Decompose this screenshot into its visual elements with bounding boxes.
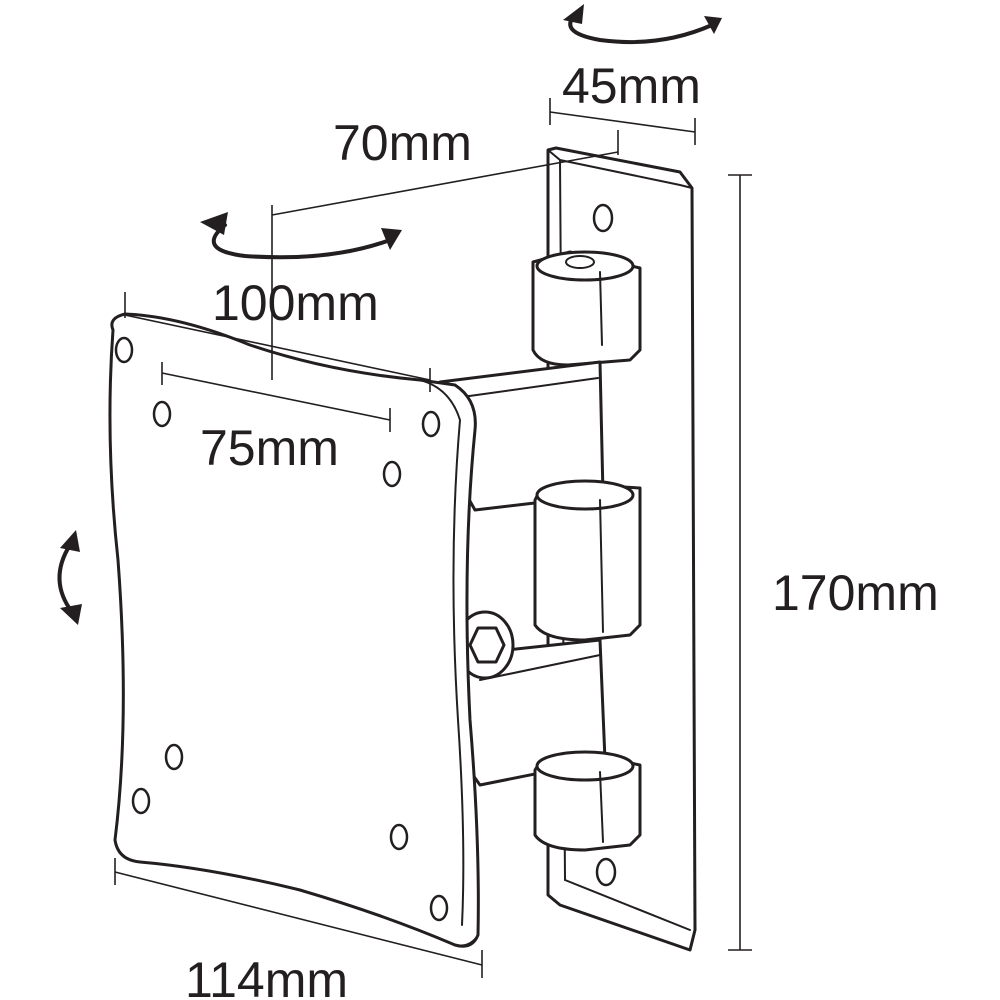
wall-hinge-top <box>531 250 642 367</box>
wall-plate-bottom-hole <box>595 857 617 887</box>
dimension-lines <box>114 98 752 978</box>
arm-hinge-bottom <box>533 750 642 852</box>
vesa-hole <box>421 410 441 438</box>
wall-plate-top-hole <box>592 203 614 233</box>
vesa-hole <box>382 460 402 488</box>
vesa-hole <box>152 400 172 428</box>
hex-bolt-icon <box>455 610 515 680</box>
arm-hinge-middle <box>533 479 642 642</box>
vesa-hole <box>114 336 134 364</box>
rotate-horizontal-icon <box>200 212 402 260</box>
dimension-vesa-large: 100mm <box>212 275 379 331</box>
vesa-hole <box>164 743 184 771</box>
dimension-swivel-depth: 45mm <box>562 58 701 114</box>
rotate-horizontal-icon <box>563 4 722 45</box>
dimension-height: 170mm <box>772 565 939 621</box>
dimension-vesa-small: 75mm <box>200 420 339 476</box>
tilt-vertical-icon <box>57 530 82 625</box>
dimension-arm-length: 70mm <box>333 115 472 171</box>
vesa-hole <box>429 894 449 922</box>
dimension-plate-width: 114mm <box>185 952 348 1000</box>
vesa-hole <box>389 823 409 851</box>
vesa-plate <box>108 312 480 948</box>
vesa-hole <box>131 787 151 815</box>
